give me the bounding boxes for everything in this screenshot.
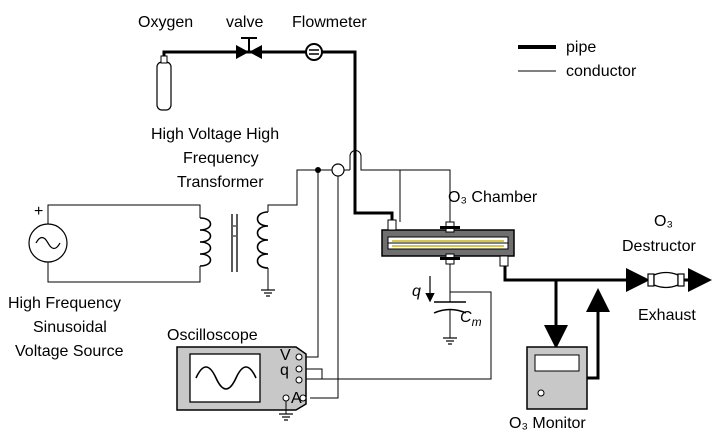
capacitor-icon: [433, 301, 467, 314]
oxygen-label: Oxygen: [138, 14, 193, 31]
scope-q-label: q: [280, 362, 289, 379]
voltage-probe-wire: [306, 170, 319, 358]
ac-source-icon: [28, 223, 68, 263]
capacitor-label: Cm: [460, 309, 482, 329]
source-wire-bottom: [47, 262, 201, 283]
capacitor-ground-icon: [443, 337, 457, 345]
hv-wire-hop: [349, 150, 401, 222]
oscilloscope-label: Oscilloscope: [167, 327, 258, 344]
capacitor-label-main: C: [460, 309, 472, 326]
hv-wire: [267, 169, 350, 212]
transformer-label-line2: Frequency: [183, 150, 259, 167]
scope-q-terminal: [295, 365, 303, 373]
destructor-label-line1: O₃: [654, 213, 673, 230]
charge-label: q: [412, 283, 421, 300]
sine-wave-icon: [195, 366, 257, 390]
source-plus-sign: +: [34, 203, 43, 220]
oscilloscope: [176, 346, 307, 411]
legend-conductor-label: conductor: [566, 63, 637, 80]
scope-a-terminal: [299, 394, 307, 402]
destructor-icon: [647, 271, 685, 289]
oxygen-pipe: [162, 50, 394, 220]
chamber-label: O₃ Chamber: [448, 189, 538, 206]
ground-icon: [261, 289, 275, 297]
legend-pipe-label: pipe: [566, 39, 596, 56]
exhaust-label: Exhaust: [638, 307, 696, 324]
flowmeter-label: Flowmeter: [292, 14, 367, 31]
current-probe-wire: [310, 176, 339, 399]
transformer-label-line3: Transformer: [177, 174, 264, 191]
transformer-label-line1: High Voltage High: [151, 126, 279, 143]
chamber-hv-wire: [400, 169, 451, 222]
destructor-label-line2: Destructor: [622, 238, 696, 255]
transformer-icon: [199, 211, 269, 272]
charge-probe-link: [306, 368, 323, 379]
charge-probe-wire: [306, 291, 492, 380]
legend: pipe conductor: [518, 39, 637, 80]
scope-ground-terminal: [282, 394, 290, 402]
ozone-chamber: [381, 219, 515, 267]
monitor-label: O₃ Monitor: [509, 415, 586, 432]
valve-icon: [236, 37, 262, 59]
current-probe-icon: [331, 163, 345, 177]
scope-a-label: A: [291, 390, 302, 407]
scope-v-terminal: [295, 353, 303, 361]
scope-q2-terminal: [295, 376, 303, 384]
scope-ground-icon: [279, 413, 293, 421]
flowmeter-icon: [305, 43, 323, 61]
monitor-outlet-pipe: [586, 288, 610, 380]
capacitor-label-sub: m: [472, 315, 482, 329]
valve-label: valve: [226, 14, 263, 31]
scope-v-label: V: [280, 347, 291, 364]
oxygen-cylinder-icon: [156, 55, 172, 111]
source-label-line2: Sinusoidal: [33, 319, 107, 336]
ozone-monitor: [526, 346, 588, 410]
source-label-line1: High Frequency: [8, 295, 121, 312]
outlet-pipe: [503, 266, 642, 282]
source-label-line3: Voltage Source: [15, 343, 124, 360]
source-wire-top: [47, 204, 201, 224]
